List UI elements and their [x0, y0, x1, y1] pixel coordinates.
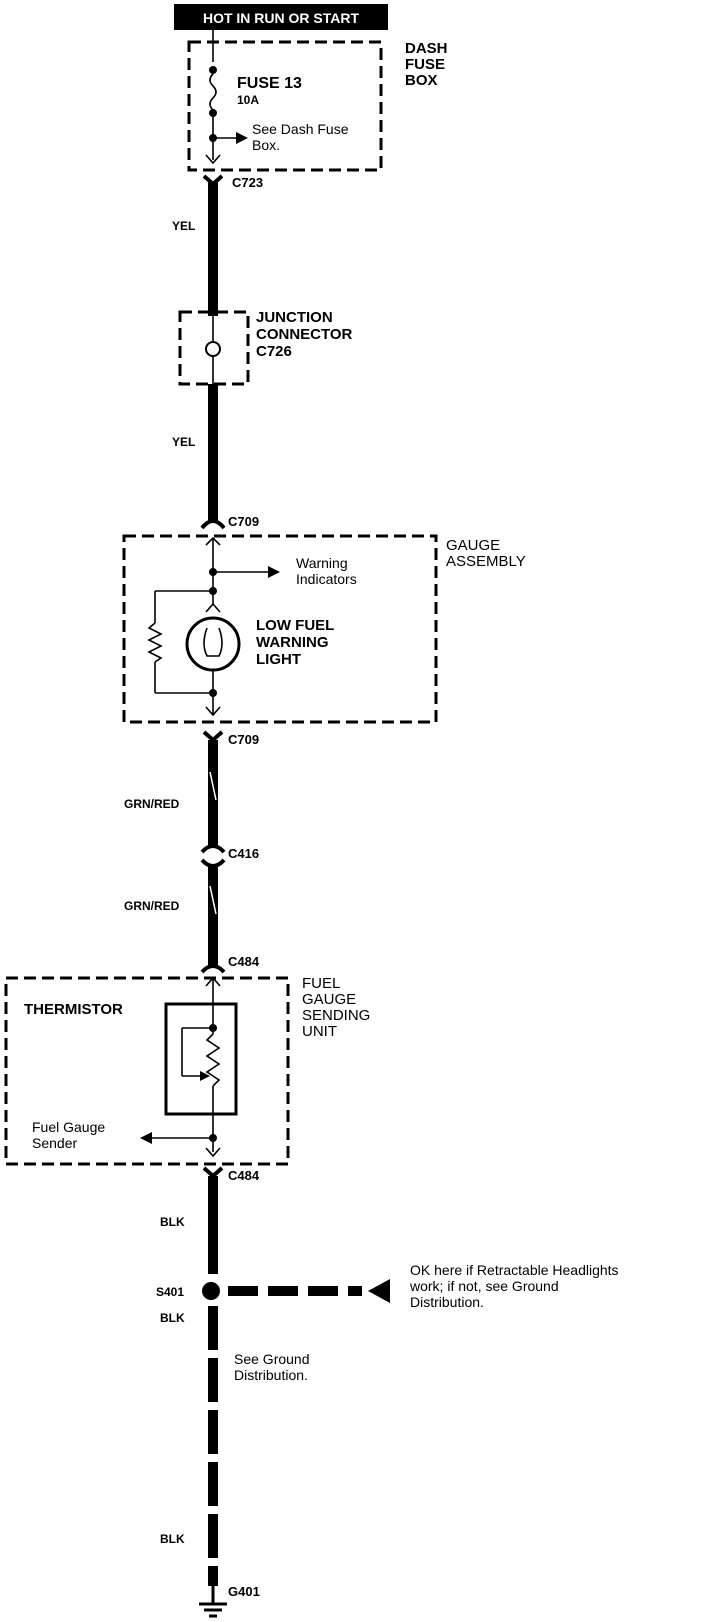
dash-fuse-box	[187, 40, 383, 172]
header-banner	[174, 4, 388, 30]
splice-s401-label: S401	[156, 1285, 184, 1299]
gauge-assembly-box	[122, 534, 438, 724]
arrow-right-icon	[268, 566, 280, 578]
gauge-assembly-title-2: ASSEMBLY	[446, 553, 526, 570]
splice-note-2: work; if not, see Ground	[409, 1278, 559, 1294]
junction-connector-line-3: C726	[256, 343, 292, 360]
wire-label-yel-1: YEL	[172, 219, 195, 233]
wire-label-blk-3: BLK	[160, 1532, 185, 1546]
fuse-note-1: See Dash Fuse	[252, 121, 349, 137]
ground-note-2: Distribution.	[234, 1367, 308, 1383]
splice-s401-dot	[202, 1282, 220, 1300]
thermistor-label: THERMISTOR	[24, 1001, 123, 1018]
dash-fuse-box-title-3: BOX	[405, 72, 438, 89]
low-fuel-light-1: LOW FUEL	[256, 617, 334, 634]
connector-c416-symbol	[200, 844, 226, 868]
fuse-note-2: Box.	[252, 137, 280, 153]
fuel-gauge-sender-2: Sender	[32, 1135, 77, 1151]
connector-c723-label: C723	[232, 175, 263, 190]
connector-c709-bottom-symbol	[202, 730, 224, 743]
ground-g401-icon	[199, 1586, 227, 1618]
wire-label-grn-red-2: GRN/RED	[124, 899, 180, 913]
low-fuel-light-3: LIGHT	[256, 651, 301, 668]
wire-label-grn-red-1: GRN/RED	[124, 797, 180, 811]
arrow-left-icon	[368, 1279, 390, 1303]
dash-fuse-box-title-2: FUSE	[405, 56, 445, 73]
low-fuel-bulb-icon	[185, 616, 241, 672]
fuse-13-symbol	[205, 66, 248, 165]
sending-unit-title-4: UNIT	[302, 1023, 337, 1040]
connector-c484-bottom-label: C484	[228, 1168, 260, 1183]
arrow-left-icon	[140, 1132, 152, 1144]
wire-label-blk-2: BLK	[160, 1311, 185, 1325]
ground-g401-label: G401	[228, 1584, 260, 1599]
warning-indicators-2: Indicators	[296, 571, 357, 587]
low-fuel-light-2: WARNING	[256, 634, 329, 651]
connector-c416-label: C416	[228, 846, 259, 861]
splice-branch-dashed	[228, 1279, 390, 1303]
sending-unit-title-1: FUEL	[302, 975, 340, 992]
connector-c484-top-label: C484	[228, 954, 260, 969]
junction-connector-line-1: JUNCTION	[256, 309, 333, 326]
gauge-assembly-circuit	[147, 538, 280, 717]
sending-unit-title-2: GAUGE	[302, 991, 356, 1008]
wire-label-yel-2: YEL	[172, 435, 195, 449]
connector-c709-bottom-label: C709	[228, 732, 259, 747]
warning-indicators-1: Warning	[296, 555, 348, 571]
connector-c709-top-label: C709	[228, 514, 259, 529]
header-text: HOT IN RUN OR START	[203, 10, 360, 26]
fuse-name: FUSE 13	[237, 75, 302, 92]
fuel-gauge-sender-1: Fuel Gauge	[32, 1119, 105, 1135]
gauge-assembly-title-1: GAUGE	[446, 537, 500, 554]
wire-label-blk-1: BLK	[160, 1215, 185, 1229]
thermistor-symbol	[140, 978, 238, 1158]
arrow-right-icon	[236, 132, 248, 144]
resistor-icon	[147, 622, 163, 663]
sending-unit-title-3: SENDING	[302, 1007, 370, 1024]
fuse-rating: 10A	[237, 93, 259, 107]
ground-note-1: See Ground	[234, 1351, 310, 1367]
splice-note-3: Distribution.	[410, 1294, 484, 1310]
connector-c484-bottom-symbol	[202, 1166, 224, 1179]
junction-connector-line-2: CONNECTOR	[256, 326, 353, 343]
dash-fuse-box-title-1: DASH	[405, 40, 448, 57]
junction-connector-pin	[205, 341, 221, 357]
splice-note-1: OK here if Retractable Headlights	[410, 1262, 619, 1278]
